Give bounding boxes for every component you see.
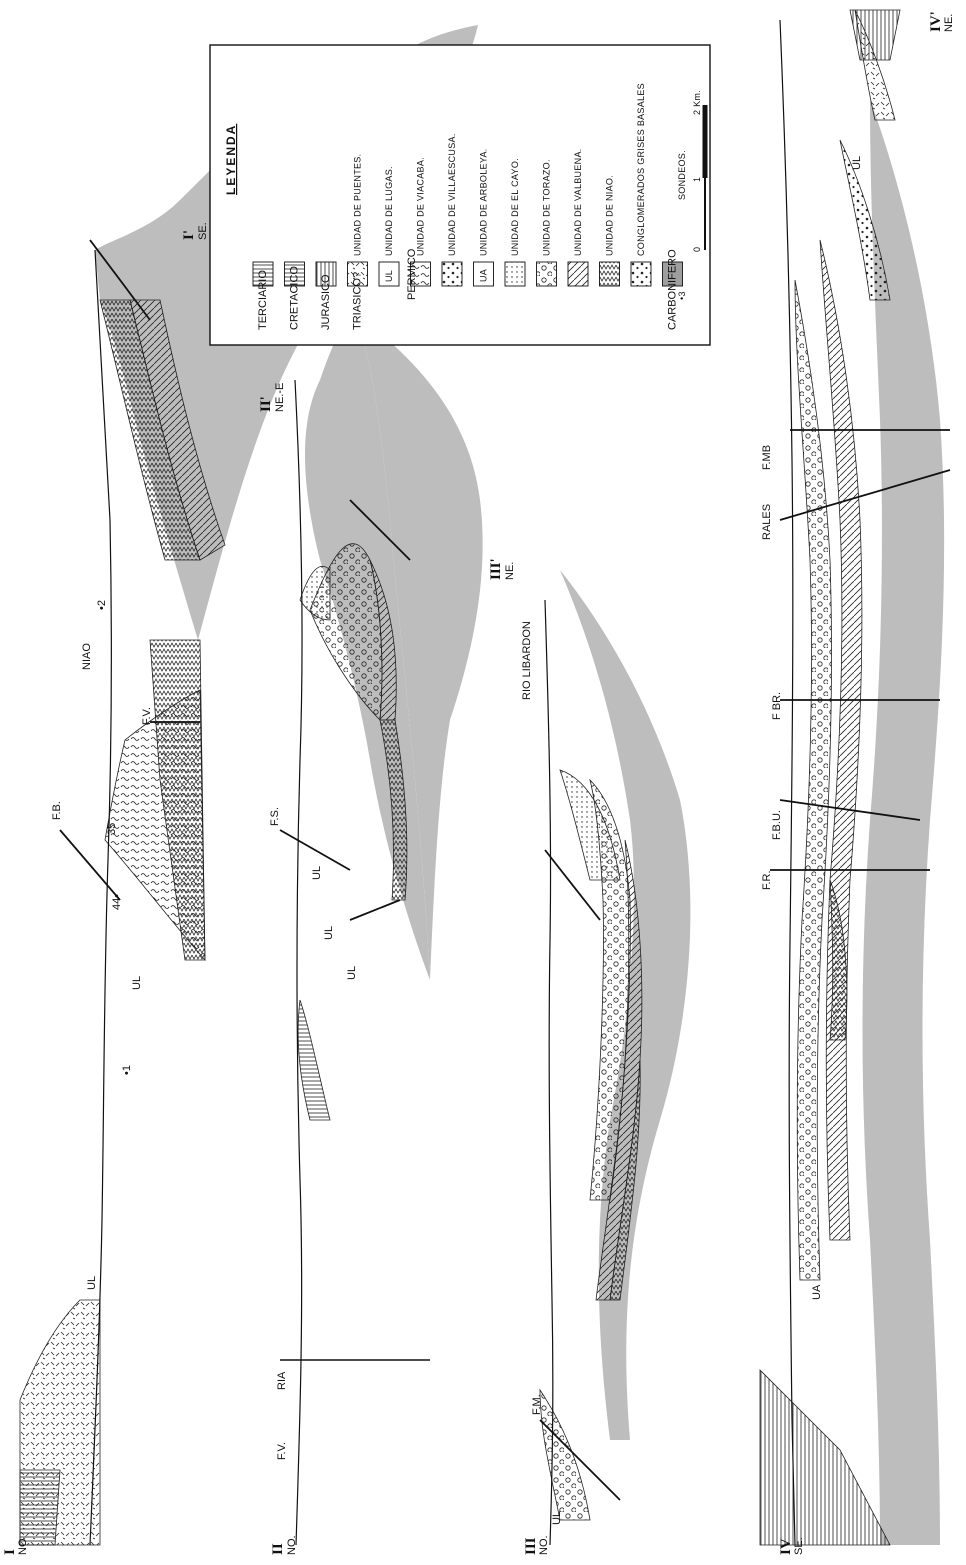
label-fr-IV: F.R. bbox=[761, 870, 773, 890]
label-2-I: •2 bbox=[96, 600, 108, 610]
legend-unit-8: UNIDAD DE EL CAYO. bbox=[510, 158, 520, 256]
label-fmb-IV: F.MB bbox=[761, 445, 773, 470]
label-1-I: •1 bbox=[121, 1065, 133, 1075]
section-II-start-dir: NO. bbox=[286, 1535, 298, 1555]
section-IV bbox=[760, 10, 950, 1545]
legend-label-2: JURASICO bbox=[320, 274, 332, 330]
legend-box: LEYENDA TERCIARIO CRETACICO JURASICO TRIASI… bbox=[210, 45, 710, 345]
terciario-I bbox=[20, 1470, 60, 1545]
section-III-end-dir: NE. bbox=[504, 562, 516, 580]
label-ul-II-c: UL bbox=[311, 866, 323, 880]
legend-unit-11: UNIDAD DE NIAO. bbox=[605, 175, 615, 256]
section-IV-start-dir: SE. bbox=[793, 1537, 805, 1555]
legend-unit-12: CONGLOMERADOS GRISES BASALES bbox=[636, 83, 646, 256]
label-fbu-IV: F.B.U. bbox=[771, 810, 783, 840]
section-III-start-dir: NO. bbox=[538, 1535, 550, 1555]
legend-label-13: CARBONIFERO bbox=[667, 249, 679, 330]
legend-label-1: CRETACICO bbox=[289, 266, 301, 330]
section-III-end: III' bbox=[488, 558, 504, 580]
label-fm-III: F.M. bbox=[531, 1394, 543, 1415]
legend-swatch-10 bbox=[568, 262, 588, 286]
fault-fs-II bbox=[280, 830, 350, 870]
legend-swatch-8 bbox=[505, 262, 525, 286]
legend-unit-4: UNIDAD DE LUGAS. bbox=[384, 166, 394, 256]
label-ul-III: UL bbox=[551, 1511, 563, 1525]
legend-unit-7: UNIDAD DE ARBOLEYA. bbox=[479, 148, 489, 256]
legend-unit-10: UNIDAD DE VALBUENA. bbox=[573, 148, 583, 256]
label-rio-libardon: RIO LIBARDON bbox=[521, 621, 533, 700]
section-II-end: II' bbox=[258, 396, 274, 412]
section-II-end-dir: NE.-E bbox=[274, 383, 286, 412]
label-ul-IV: UL bbox=[851, 156, 863, 170]
label-fs-II: F.S. bbox=[269, 807, 281, 826]
legend-label-0: TERCIARIO bbox=[257, 270, 269, 330]
label-fv-I: F.V. bbox=[141, 707, 153, 725]
section-I-end-dir: SE. bbox=[197, 222, 209, 240]
section-II bbox=[280, 310, 483, 1545]
legend-title: LEYENDA bbox=[224, 124, 238, 195]
carbonifero-IV bbox=[863, 100, 945, 1545]
label-rales-IV: RALES bbox=[761, 504, 773, 540]
scale-1: 1 bbox=[692, 177, 702, 182]
section-IV-start: IV bbox=[778, 1538, 794, 1555]
section-III bbox=[540, 570, 690, 1545]
label-ria-II: RIA bbox=[276, 1371, 288, 1390]
legend-label-7: UA bbox=[479, 269, 489, 282]
label-fb-I: F.B. bbox=[51, 801, 63, 820]
section-IV-end: IV' bbox=[928, 11, 944, 32]
label-fv-II: F.V. bbox=[276, 1442, 288, 1460]
torazo-III-west bbox=[540, 1390, 590, 1520]
label-ul-I-b: UL bbox=[131, 976, 143, 990]
legend-sondeos: SONDEOS. bbox=[677, 150, 687, 200]
label-ul-II-b: UL bbox=[323, 926, 335, 940]
surface-IV bbox=[780, 20, 795, 1545]
label-ul-II: UL bbox=[346, 966, 358, 980]
surface-II bbox=[295, 380, 302, 1545]
label-niao-I: NIAO bbox=[81, 643, 93, 670]
legend-permico: PERMICO bbox=[406, 248, 418, 300]
legend-label-3: TRIASICO? bbox=[352, 272, 364, 330]
legend-swatch-12 bbox=[631, 262, 651, 286]
scale-0: 0 bbox=[692, 247, 702, 252]
elcayo-II bbox=[300, 566, 330, 620]
section-II-start: II bbox=[270, 1543, 286, 1555]
fault-mid-II bbox=[350, 900, 400, 920]
label-ul-I: UL bbox=[86, 1276, 98, 1290]
legend-swatch-6 bbox=[442, 262, 462, 286]
label-ua-IV: UA bbox=[811, 1284, 823, 1300]
terciario-IV-b bbox=[850, 10, 900, 60]
scale-2km: 2 Km. bbox=[692, 90, 702, 115]
label-35-I: 35 bbox=[106, 823, 118, 835]
legend-sondeos-mark: •3 bbox=[677, 291, 687, 300]
legend-unit-5: UNIDAD DE VIACABA. bbox=[416, 157, 426, 256]
legend-unit-6: UNIDAD DE VILLAESCUSA. bbox=[447, 133, 457, 256]
terciario-IV bbox=[760, 1370, 890, 1545]
legend-label-4: UL bbox=[384, 270, 394, 282]
section-I-start: I bbox=[2, 1549, 18, 1555]
section-I-end: I' bbox=[181, 230, 197, 240]
label-44-I: 44• bbox=[111, 894, 123, 910]
section-I-start-dir: NO. bbox=[17, 1535, 29, 1555]
legend-swatch-9 bbox=[537, 262, 557, 286]
legend-unit-9: UNIDAD DE TORAZO. bbox=[542, 159, 552, 256]
section-IV-end-dir: NE. bbox=[943, 14, 955, 32]
legend-swatch-11 bbox=[600, 262, 620, 286]
section-III-start: III bbox=[523, 1537, 539, 1555]
legend-unit-3: UNIDAD DE PUENTES. bbox=[353, 154, 363, 256]
label-fbr-IV: F BR. bbox=[771, 692, 783, 720]
terciario-II bbox=[298, 1000, 330, 1120]
